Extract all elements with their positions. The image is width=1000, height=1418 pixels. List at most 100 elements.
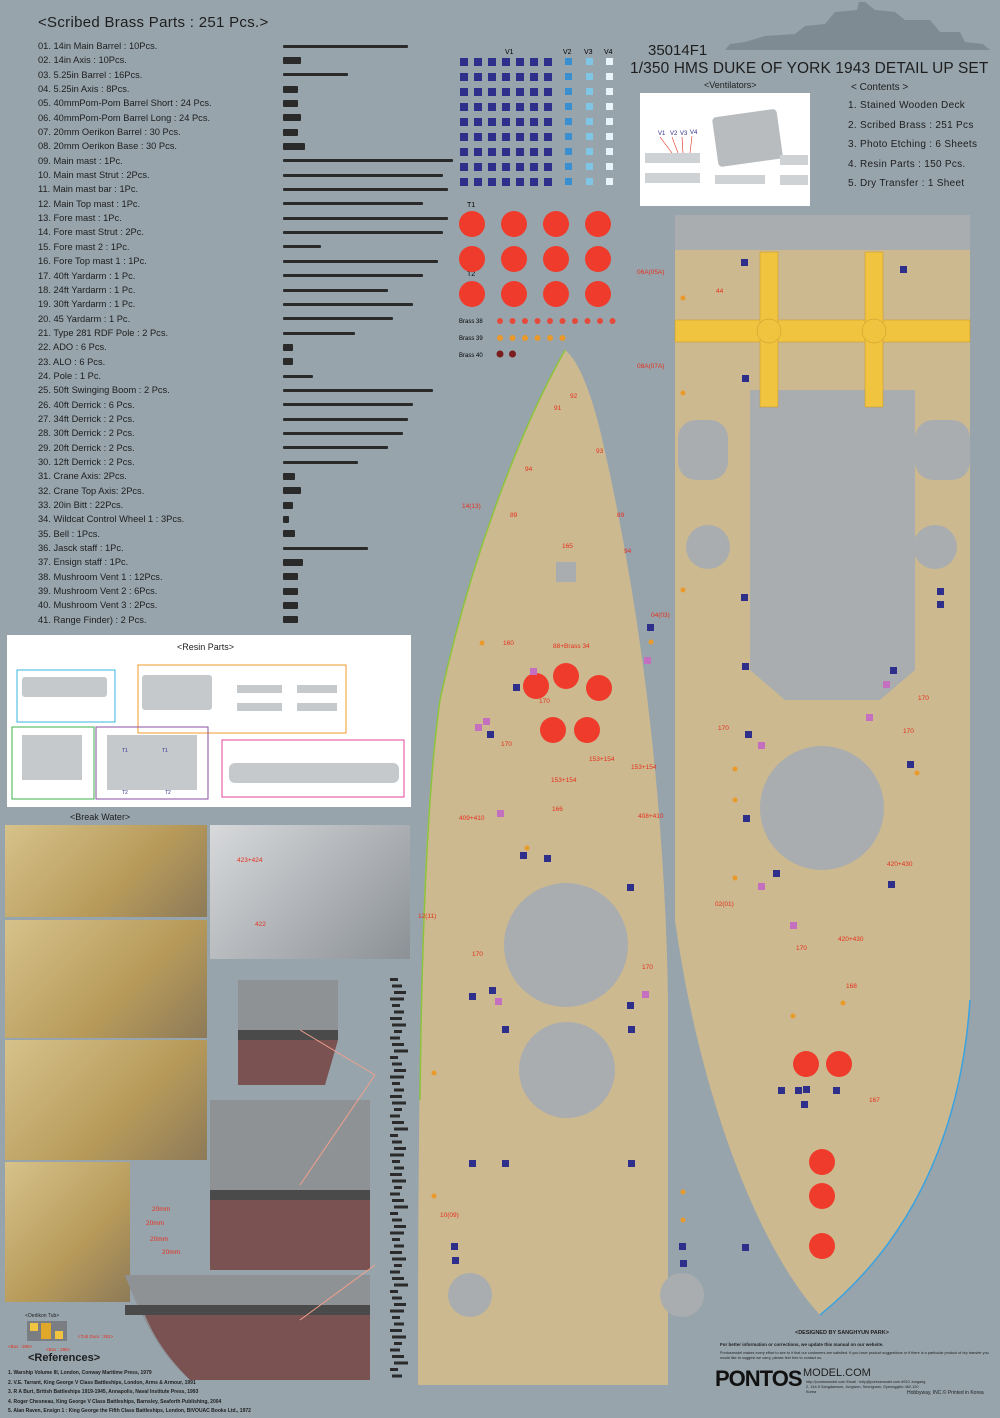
index-entry bbox=[390, 1095, 402, 1098]
turret-marker bbox=[793, 1051, 819, 1077]
deck-callout: 153+154 bbox=[551, 777, 577, 784]
index-entry bbox=[394, 1303, 406, 1306]
brass-part-silhouette bbox=[283, 39, 453, 53]
vent-v4-marker bbox=[606, 58, 613, 65]
breakwater-photo-2 bbox=[5, 920, 207, 1038]
index-entry bbox=[390, 1348, 400, 1352]
vent-marker bbox=[741, 594, 748, 601]
index-entry bbox=[390, 1329, 402, 1332]
index-entry bbox=[392, 984, 402, 988]
index-entry bbox=[390, 1251, 402, 1254]
orange-marker bbox=[680, 295, 686, 301]
vent-v1-marker bbox=[516, 148, 524, 156]
deck-callout: 89 bbox=[617, 512, 625, 519]
vent-marker bbox=[452, 1257, 459, 1264]
brass-part-item: 23. ALO : 6 Pcs. bbox=[38, 356, 106, 367]
index-entry bbox=[392, 1218, 402, 1222]
turret-marker bbox=[501, 246, 527, 272]
vent-marker bbox=[795, 1087, 802, 1094]
index-entry bbox=[394, 1342, 402, 1345]
callout: 20mm bbox=[150, 1236, 169, 1243]
vent-v4-marker bbox=[606, 148, 613, 155]
deck-callout: 10(09) bbox=[440, 1212, 459, 1219]
vent-v1-marker bbox=[460, 88, 468, 96]
turret-marker bbox=[543, 281, 569, 307]
vent-v1-marker bbox=[544, 163, 552, 171]
deck-callout: 153+154 bbox=[589, 756, 615, 763]
deck-callout: 06A(05A) bbox=[637, 269, 664, 276]
vent-marker bbox=[628, 1026, 635, 1033]
brass-40-marker bbox=[509, 350, 516, 358]
brass-40-label: Brass 40 bbox=[459, 353, 483, 359]
vent-v4-marker bbox=[606, 73, 613, 80]
brass-part-silhouette bbox=[283, 168, 453, 182]
brass-part-item: 29. 20ft Derrick : 2 Pcs. bbox=[38, 442, 135, 453]
turret-marker bbox=[553, 663, 579, 689]
vent-v1-marker bbox=[544, 58, 552, 66]
vent-v3-marker bbox=[586, 133, 593, 140]
website-link[interactable]: MODEL.COM bbox=[803, 1367, 871, 1379]
vent-marker bbox=[489, 987, 496, 994]
brass-parts-list: 01. 14in Main Barrel : 10Pcs.02. 14in Ax… bbox=[38, 39, 212, 627]
deck-callout: 08A(07A) bbox=[637, 363, 664, 370]
index-entry bbox=[394, 1069, 406, 1072]
deck-callout: 160 bbox=[503, 640, 514, 647]
vent-v1-marker bbox=[474, 178, 482, 186]
pink-marker bbox=[642, 991, 649, 998]
vent-v1-marker bbox=[516, 103, 524, 111]
brass-part-silhouette bbox=[283, 426, 453, 440]
brass-part-silhouette bbox=[283, 111, 453, 125]
vent-label-v1: V1 bbox=[658, 131, 666, 137]
brass-part-silhouette bbox=[283, 96, 453, 110]
brass-part-silhouette bbox=[283, 297, 453, 311]
index-entry bbox=[392, 1140, 402, 1144]
brass-part-item: 36. Jasck staff : 1Pc. bbox=[38, 543, 124, 554]
brass-38-marker bbox=[559, 318, 566, 324]
vent-v3-marker bbox=[586, 73, 593, 80]
vent-v4-marker bbox=[606, 178, 613, 185]
vent-v1-marker bbox=[474, 148, 482, 156]
index-entry bbox=[390, 978, 398, 981]
brass-part-item: 40. Mushroom Vent 3 : 2Pcs. bbox=[38, 600, 158, 611]
vent-v2-marker bbox=[565, 118, 572, 125]
brass-part-silhouette bbox=[283, 527, 453, 541]
deck-callout: 170 bbox=[539, 698, 550, 705]
brass-part-silhouette bbox=[283, 498, 453, 512]
index-entry bbox=[392, 1296, 402, 1300]
brass-part-item: 07. 20mm Oerikon Barrel : 30 Pcs. bbox=[38, 127, 181, 138]
brass-40-marker bbox=[496, 350, 504, 358]
callout: 20mm bbox=[162, 1249, 181, 1256]
vent-marker bbox=[680, 1260, 687, 1267]
bridge-photo: 423+424 422 bbox=[210, 825, 410, 959]
index-entry bbox=[390, 1290, 398, 1293]
vent-marker bbox=[801, 1101, 808, 1108]
ventilators-title: <Ventilators> bbox=[704, 80, 757, 90]
vent-v1-marker bbox=[488, 133, 496, 141]
brass-part-item: 33. 20in Bitt : 22Pcs. bbox=[38, 500, 124, 510]
vent-marker bbox=[833, 1087, 840, 1094]
index-entry bbox=[390, 1368, 398, 1371]
index-entry bbox=[390, 1134, 398, 1137]
pink-marker bbox=[758, 742, 765, 749]
vent-v1-marker bbox=[544, 148, 552, 156]
turret-marker bbox=[585, 211, 611, 237]
vent-v1-marker bbox=[488, 88, 496, 96]
index-entry bbox=[394, 1225, 406, 1228]
box-286-label: <Box : 286> bbox=[8, 1344, 33, 1349]
deck-callout: 170 bbox=[472, 951, 483, 958]
deck-callout: 12(11) bbox=[418, 913, 436, 920]
brass-part-item: 16. Fore Top mast 1 : 1Pc. bbox=[38, 256, 147, 267]
index-entry bbox=[394, 1030, 402, 1033]
vent-v4-marker bbox=[606, 133, 613, 140]
vent-v1-marker bbox=[516, 88, 524, 96]
vent-label-v4: V4 bbox=[690, 130, 698, 136]
legend-t1-label: T1 bbox=[467, 202, 475, 209]
index-entry bbox=[394, 1361, 408, 1365]
brass-parts-title: <Scribed Brass Parts : 251 Pcs.> bbox=[38, 14, 269, 31]
index-entry bbox=[392, 1160, 400, 1163]
brass-part-silhouette bbox=[283, 154, 453, 168]
placement-legend: V1 V2 V3 V4 T1 T2 Brass 38 Brass 39 Bras… bbox=[459, 49, 616, 359]
legend-v1-label: V1 bbox=[505, 49, 514, 56]
index-entry bbox=[394, 1088, 404, 1092]
brass-38-marker bbox=[609, 318, 616, 324]
